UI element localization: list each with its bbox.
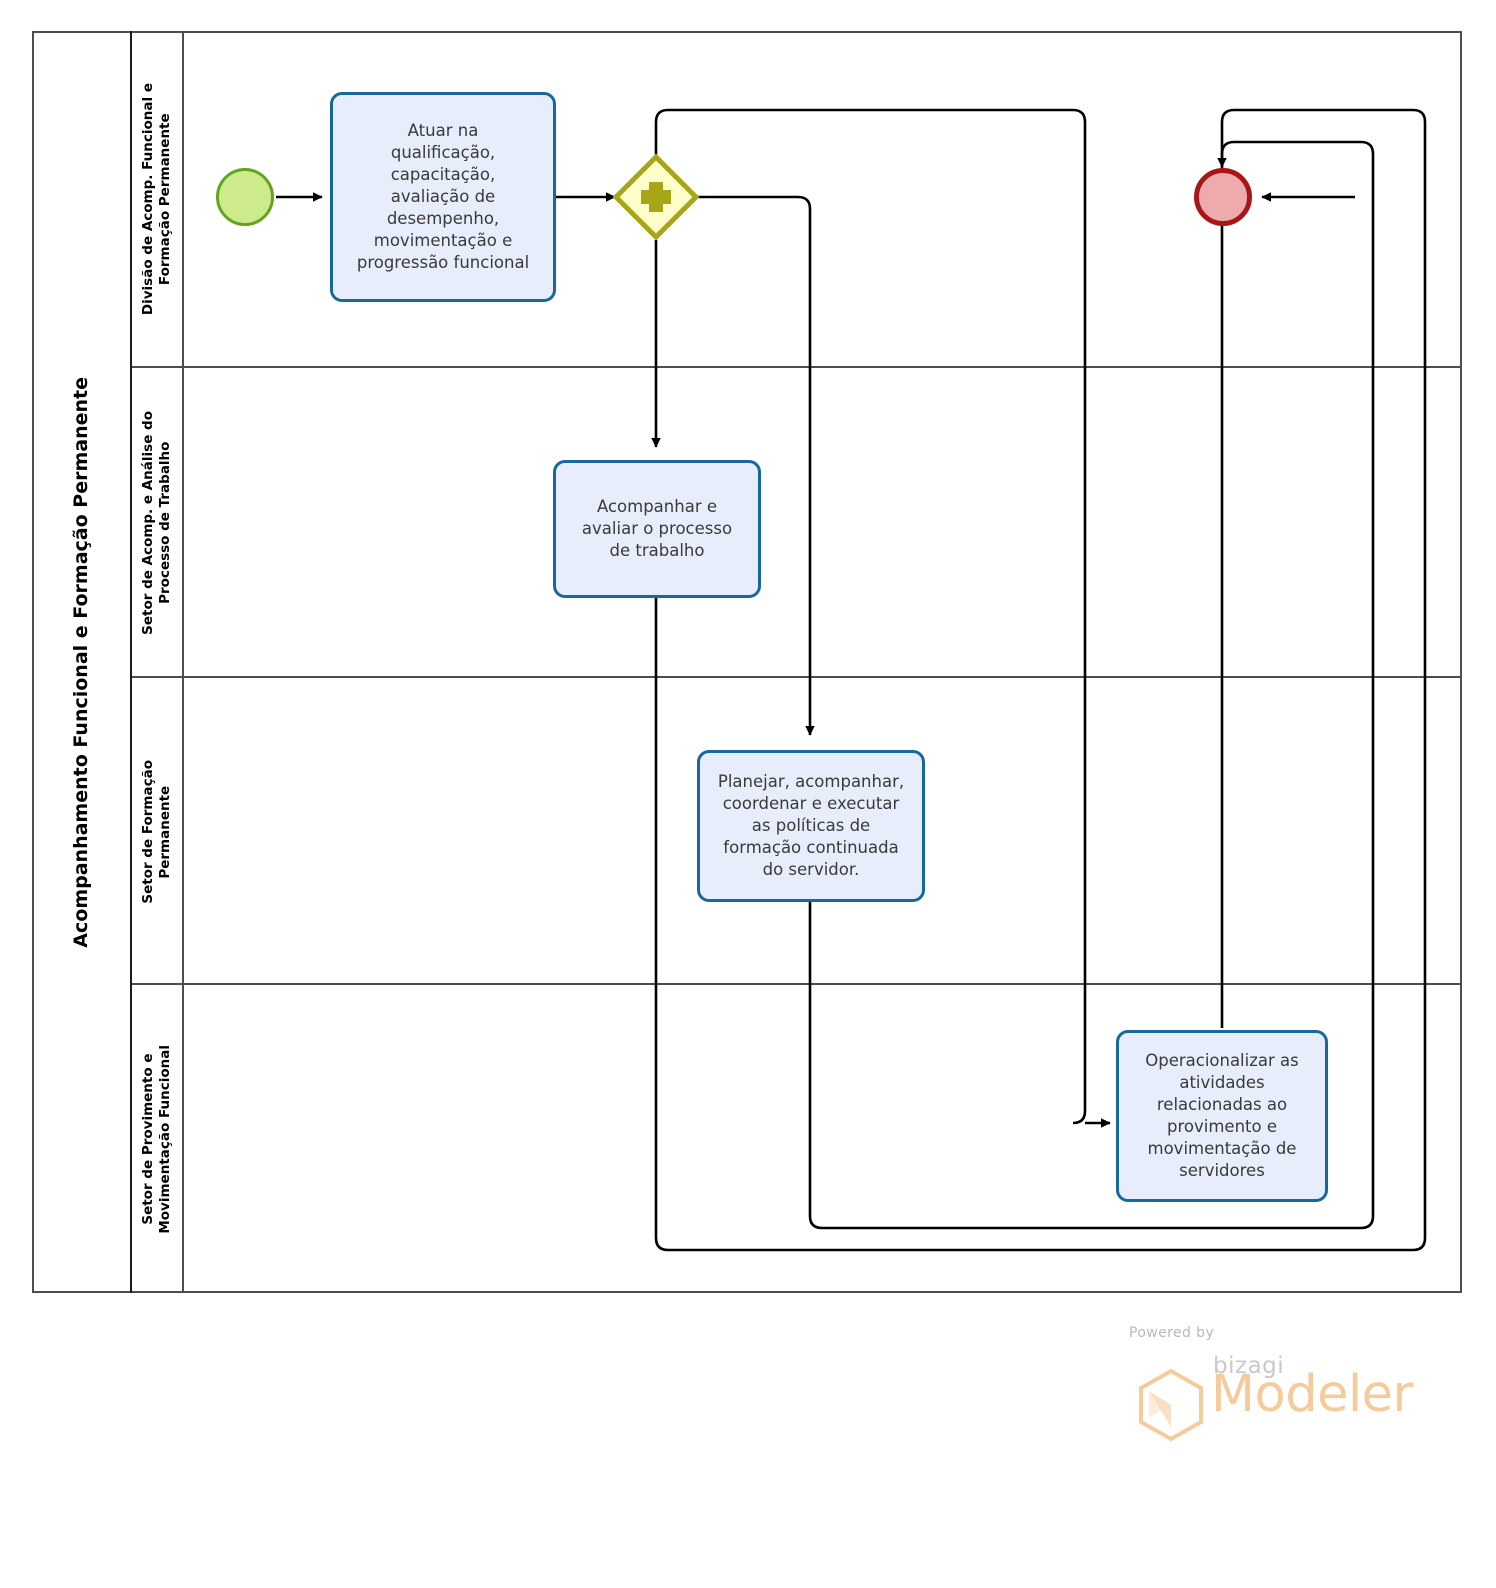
task-operacionalizar-provimento[interactable]: Operacionalizar as atividades relacionad…: [1116, 1030, 1328, 1202]
pool-title-label: Acompanhamento Funcional e Formação Perm…: [70, 376, 92, 948]
pool-title: Acompanhamento Funcional e Formação Perm…: [32, 31, 132, 1293]
lane-header-provimento: Setor de Provimento e Movimentação Funci…: [132, 985, 184, 1293]
lane-header-formacao: Setor de Formação Permanente: [132, 678, 184, 985]
lane-label-provimento: Setor de Provimento e Movimentação Funci…: [140, 1044, 173, 1234]
task-planejar-formacao[interactable]: Planejar, acompanhar, coordenar e execut…: [697, 750, 925, 902]
bizagi-hexagon-icon: [1139, 1368, 1203, 1442]
lane-label-setor-acomp: Setor de Acomp. e Análise do Processo de…: [140, 411, 173, 635]
lane-header-setor-acomp: Setor de Acomp. e Análise do Processo de…: [132, 368, 184, 678]
task-atuar-qualificacao[interactable]: Atuar na qualificação, capacitação, aval…: [330, 92, 556, 302]
end-event[interactable]: [1194, 168, 1252, 226]
task-acompanhar-avaliar[interactable]: Acompanhar e avaliar o processo de traba…: [553, 460, 761, 598]
lane-body-setor-acomp: [132, 368, 1460, 678]
lane-header-divisao: Divisão de Acomp. Funcional e Formação P…: [132, 31, 184, 368]
modeler-product-label: Modeler: [1211, 1365, 1413, 1424]
bizagi-brand-label: bizagi: [1213, 1353, 1285, 1379]
powered-by-label: Powered by: [1129, 1325, 1215, 1341]
gateway-parallel[interactable]: [612, 153, 700, 241]
bizagi-modeler-logo: Powered by bizagi Modeler: [1125, 1325, 1425, 1445]
lane-label-divisao: Divisão de Acomp. Funcional e Formação P…: [140, 83, 173, 316]
start-event[interactable]: [216, 168, 274, 226]
lane-label-formacao: Setor de Formação Permanente: [140, 759, 173, 904]
parallel-plus-icon: [641, 182, 671, 212]
